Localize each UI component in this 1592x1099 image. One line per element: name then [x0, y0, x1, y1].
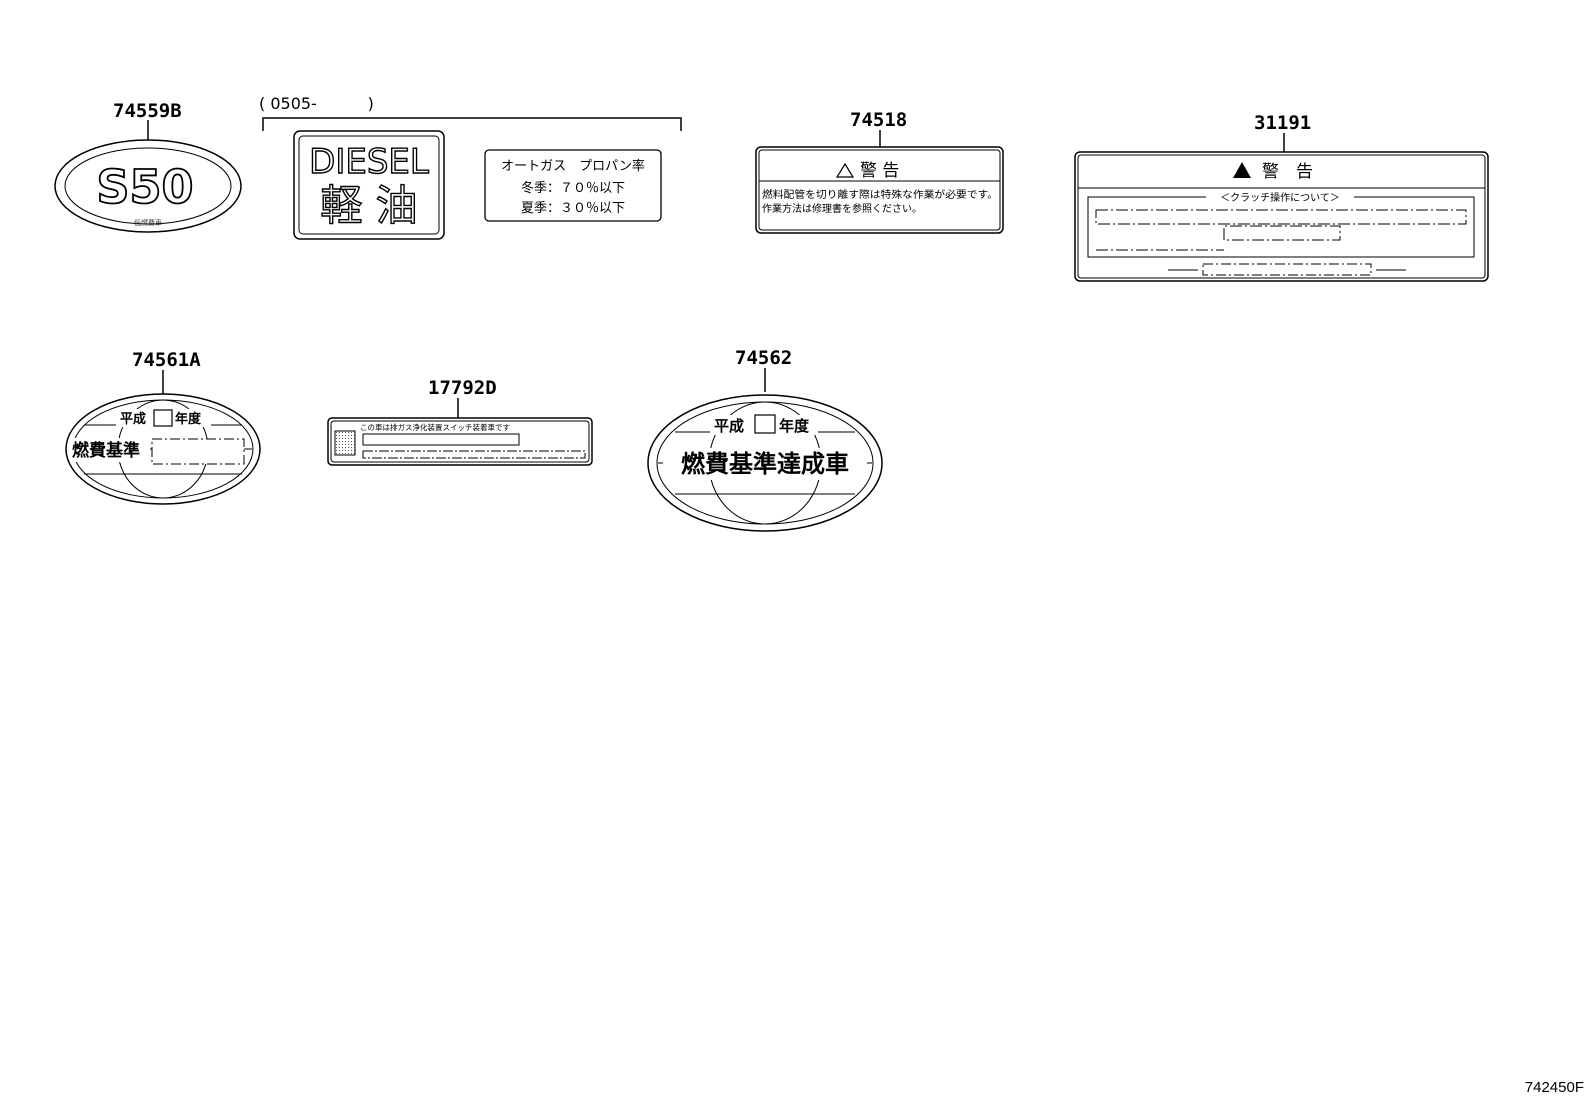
part-74518: 74518 警 告 燃料配管を切り離す際は特殊な作業が必要です。 作業方法は修理… — [755, 109, 1004, 234]
year-box-74562 — [754, 414, 776, 434]
placeholder-box-74561a — [151, 438, 245, 465]
switch-label-outer — [327, 417, 593, 466]
diesel-label-outer — [293, 130, 445, 240]
switch-icon — [334, 430, 356, 456]
s50-emblem-inner — [64, 147, 232, 225]
clutch-subheading-bg — [1206, 191, 1354, 204]
s50-fine-text: 低燃費車 — [134, 218, 162, 227]
s50-emblem-outer — [54, 139, 242, 233]
lpg-line-2: 冬季：７０％以下 — [521, 180, 625, 196]
main-text-bg-74562 — [663, 448, 867, 480]
switch-label-inner — [330, 420, 590, 463]
warning-triangle-icon — [835, 162, 855, 178]
era-text-74562: 平成 — [714, 417, 744, 435]
group-bracket — [262, 117, 682, 131]
s50-emblem-text: S50 — [96, 160, 193, 214]
date-range-label: ( 0505- ) — [259, 94, 374, 113]
diesel-label[interactable]: DIESEL 軽 油 — [293, 130, 445, 240]
year-suffix-74561a: 年度 — [175, 411, 202, 427]
clutch-placeholder-line-1 — [1095, 209, 1467, 225]
year-suffix-74562: 年度 — [779, 417, 810, 435]
part-number-74559b[interactable]: 74559B — [113, 100, 182, 122]
lpg-line-1: オートガス プロパン率 — [501, 158, 645, 174]
clutch-label-outer — [1074, 151, 1489, 282]
keiyu-text: 軽 油 — [320, 181, 417, 230]
warning-74518-line-2: 作業方法は修理書を参照ください。 — [762, 202, 922, 215]
warning-filled-triangle-icon — [1233, 162, 1251, 178]
main-text-74562: 燃費基準達成車 — [681, 450, 849, 478]
clutch-placeholder-line-3 — [1223, 225, 1341, 241]
part-number-74518[interactable]: 74518 — [850, 109, 907, 131]
part-74559b: 74559B S50 低燃費車 — [54, 100, 242, 233]
part-number-74561a[interactable]: 74561A — [132, 349, 201, 371]
clutch-heading: 警 告 — [1262, 162, 1313, 182]
diagram-id: 742450F — [1525, 1079, 1584, 1096]
switch-label-text: この車は排ガス浄化装置スイッチ装着車です — [360, 422, 510, 432]
part-group-0505: ( 0505- ) DIESEL 軽 油 オートガス プロパン率 冬季：７０％以… — [259, 94, 682, 240]
diesel-label-inner — [298, 135, 440, 235]
clutch-label-inner — [1077, 154, 1486, 279]
main-text-74561a: 燃費基準 — [72, 440, 140, 461]
warning-heading-74518: 警 告 — [860, 161, 899, 181]
part-74561a: 74561A 平成 年度 燃費基準 — [65, 349, 261, 505]
part-17792d: 17792D この車は排ガス浄化装置スイッチ装着車です — [327, 377, 593, 466]
switch-placeholder-2 — [362, 450, 586, 459]
part-number-17792d[interactable]: 17792D — [428, 377, 497, 399]
lpg-label-frame — [484, 149, 662, 222]
part-31191: 31191 警 告 ＜クラッチ操作について＞ — [1074, 112, 1489, 282]
part-74562: 74562 平成 年度 燃費基準達成車 — [647, 347, 883, 532]
part-number-74562[interactable]: 74562 — [735, 347, 792, 369]
switch-placeholder-1 — [362, 433, 520, 446]
warning-label-74518-outer — [755, 146, 1004, 234]
diesel-text: DIESEL — [309, 142, 429, 182]
part-number-31191[interactable]: 31191 — [1254, 112, 1311, 134]
era-text-74561a: 平成 — [120, 411, 146, 427]
clutch-subheading: ＜クラッチ操作について＞ — [1220, 191, 1340, 204]
main-text-bg-74561a — [70, 438, 150, 462]
warning-label-74518-inner — [758, 149, 1001, 231]
lpg-label[interactable]: オートガス プロパン率 冬季：７０％以下 夏季：３０％以下 — [484, 149, 662, 222]
lpg-line-3: 夏季：３０％以下 — [521, 201, 625, 216]
warning-74518-line-1: 燃料配管を切り離す際は特殊な作業が必要です。 — [762, 188, 998, 201]
year-box-74561a — [153, 409, 173, 427]
